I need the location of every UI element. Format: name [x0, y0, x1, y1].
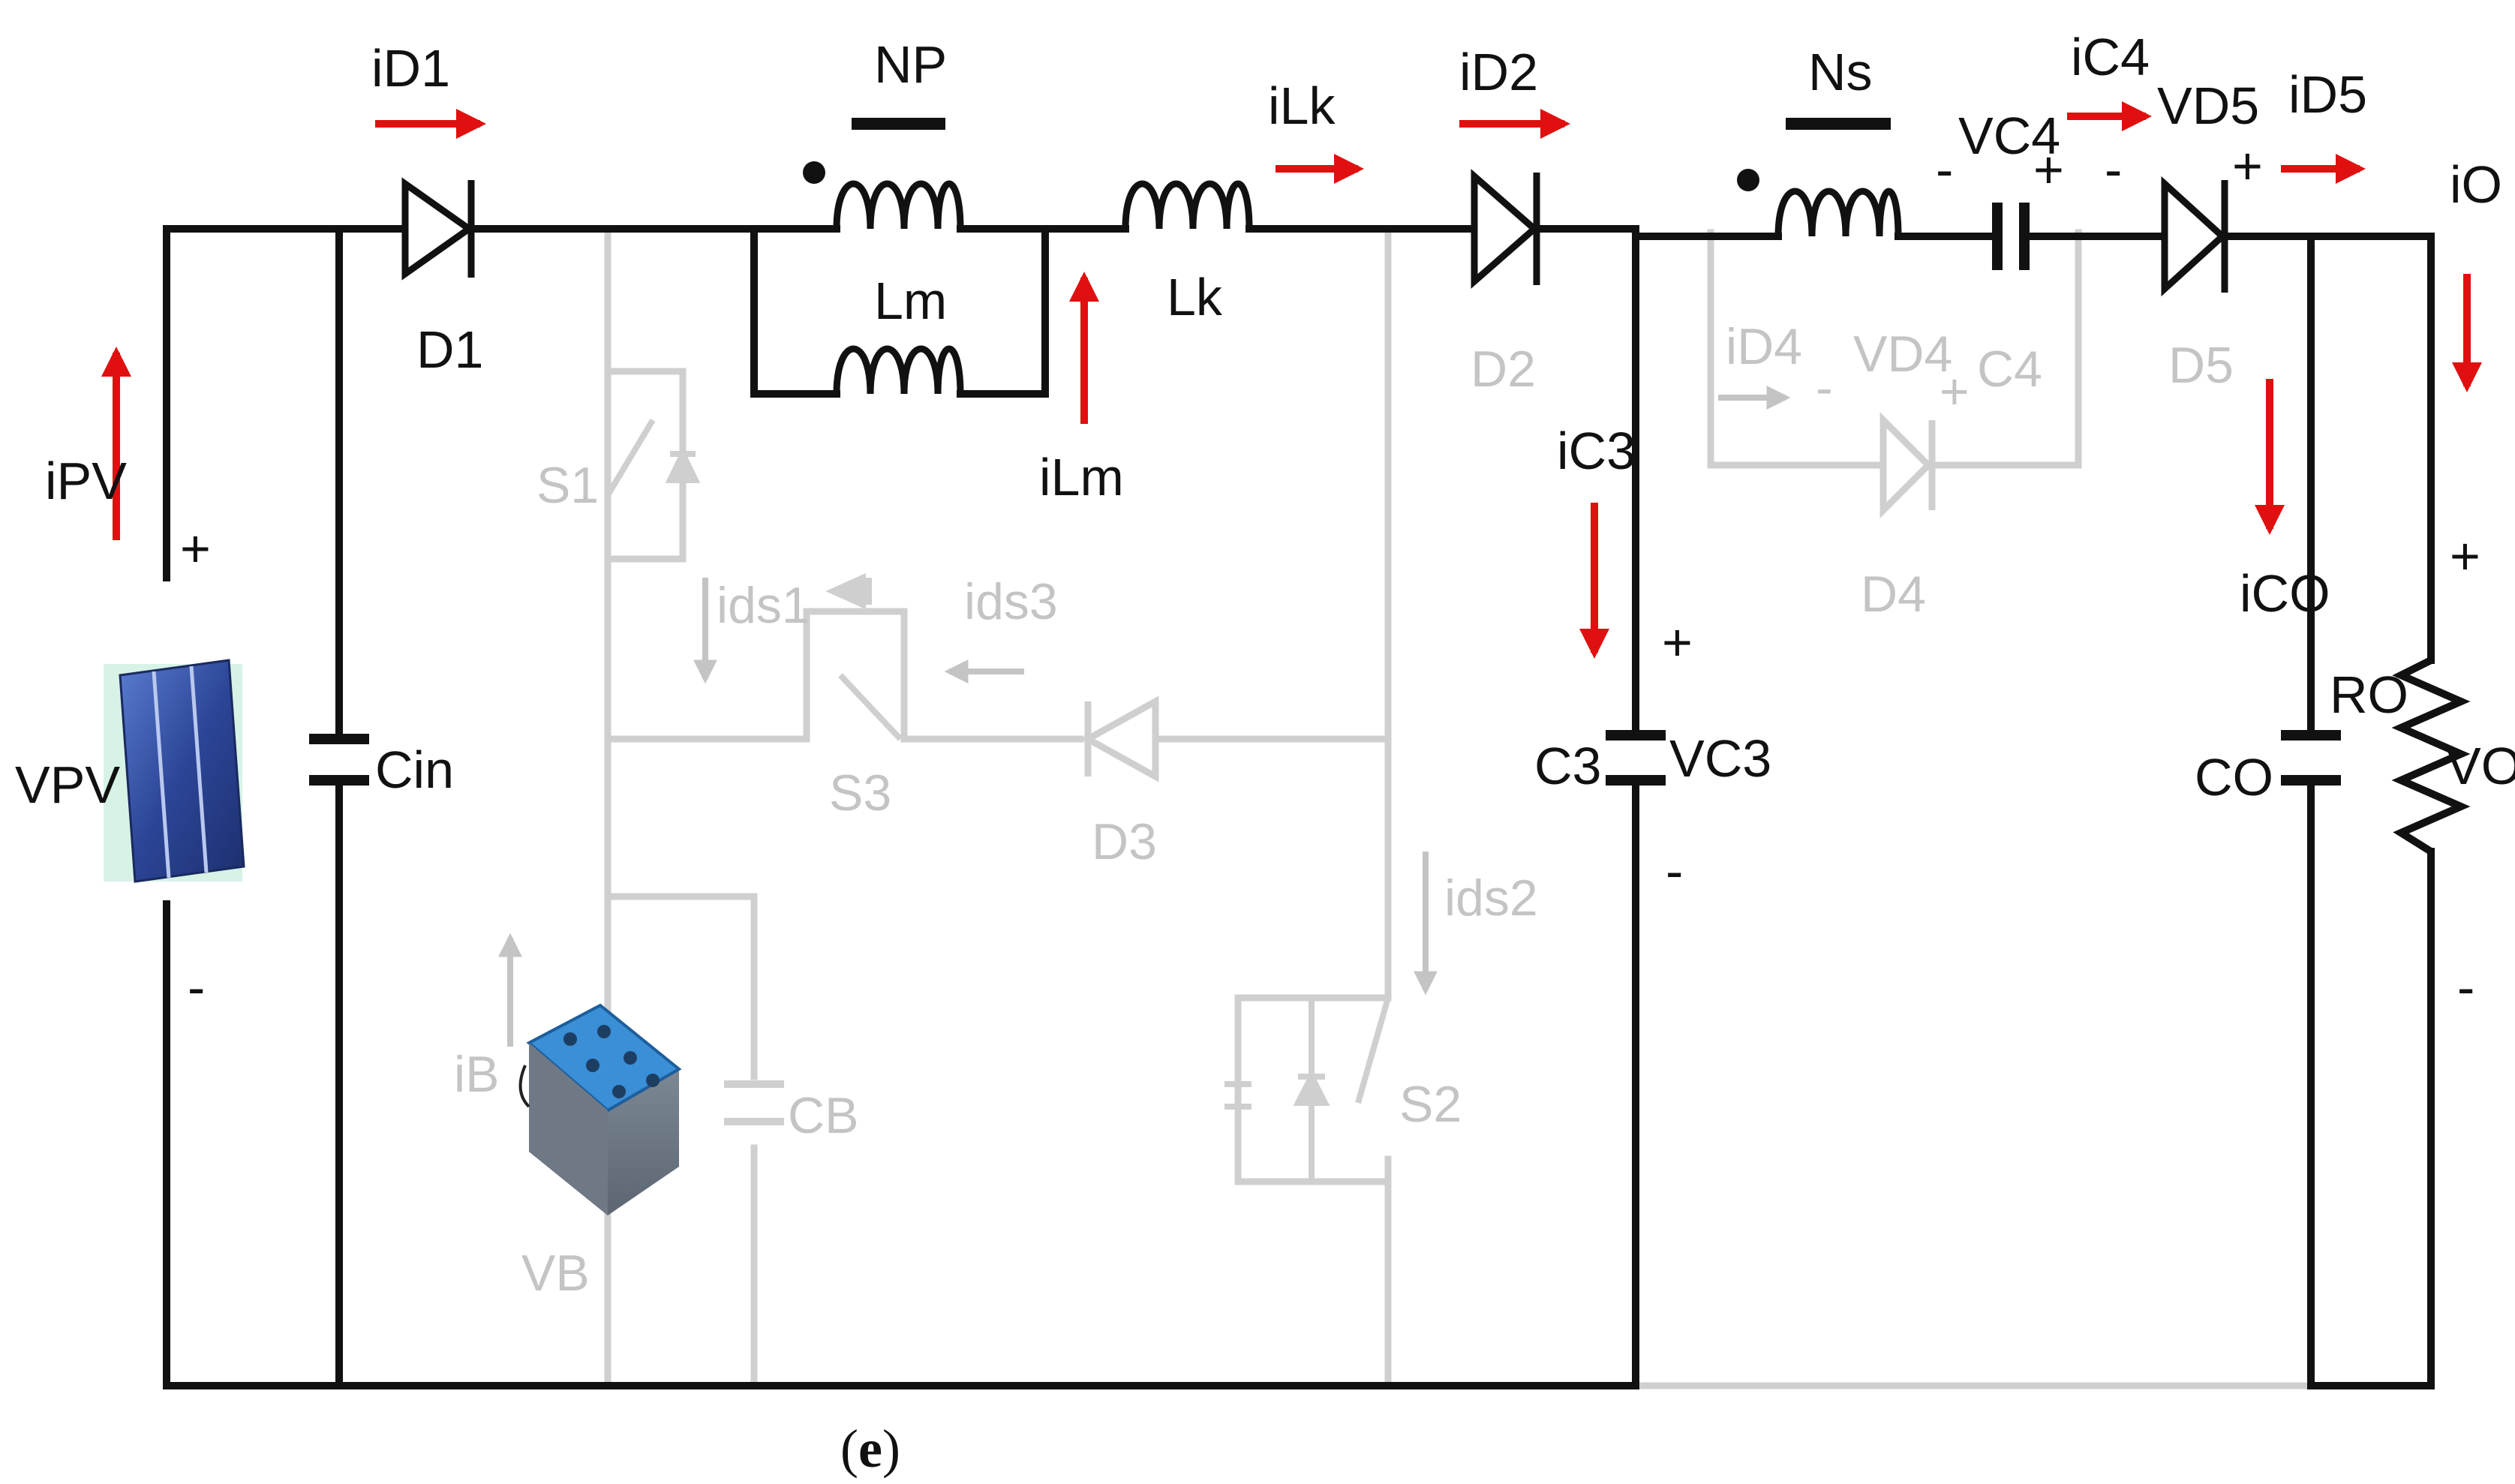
label-c3-plus: + — [1662, 613, 1693, 671]
label-ro: RO — [2330, 665, 2408, 724]
label-c4-plus: + — [2033, 140, 2064, 199]
label-ic4: iC4 — [2071, 28, 2150, 86]
label-lm: Lm — [874, 272, 947, 330]
battery-icon — [518, 1003, 682, 1215]
switch-s2 — [1224, 996, 1391, 1182]
label-cin: Cin — [375, 740, 454, 799]
label-vc4: VC4 — [1958, 107, 2060, 165]
diode-d4 — [1879, 412, 1936, 518]
label-ids2: ids2 — [1444, 870, 1538, 927]
label-lk: Lk — [1167, 268, 1223, 326]
label-c4-minus: - — [1936, 140, 1953, 199]
label-c3: C3 — [1534, 737, 1601, 795]
label-d3: D3 — [1092, 813, 1157, 870]
label-c3-minus: - — [1666, 842, 1683, 900]
label-vd5: VD5 — [2157, 77, 2259, 135]
capacitor-cin — [309, 734, 369, 786]
label-cb: CB — [788, 1087, 858, 1144]
label-s1: S1 — [536, 457, 599, 514]
label-id5: iD5 — [2288, 65, 2367, 124]
label-vc3: VC3 — [1669, 729, 1771, 788]
label-vd4-minus: - — [1816, 359, 1833, 416]
capacitor-c4 — [1992, 203, 2030, 270]
diode-d2 — [1471, 169, 1540, 289]
label-io: iO — [2450, 155, 2502, 214]
diode-d3 — [1080, 695, 1159, 783]
np-dot — [803, 161, 825, 184]
figure-caption: (e) — [840, 1419, 900, 1479]
label-vd4-plus: + — [1940, 363, 1970, 420]
label-np: NP — [874, 35, 947, 94]
label-id1: iD1 — [371, 39, 450, 98]
label-pv-minus: - — [188, 958, 205, 1017]
label-ns: Ns — [1808, 43, 1873, 101]
label-s3: S3 — [829, 765, 891, 822]
label-d5-plus: + — [2232, 137, 2263, 195]
label-c4: C4 — [1977, 341, 2042, 398]
capacitor-c3 — [1606, 730, 1666, 786]
inductor-lk — [1122, 180, 1253, 230]
label-d2: D2 — [1471, 341, 1536, 398]
capacitor-cb — [724, 1080, 784, 1125]
label-ilm: iLm — [1039, 448, 1124, 506]
switch-s3 — [825, 572, 903, 741]
active-wiring — [163, 225, 2435, 1389]
label-d1: D1 — [416, 320, 483, 379]
label-co: CO — [2195, 748, 2273, 807]
label-d5: D5 — [2168, 337, 2234, 394]
label-pv-plus: + — [180, 519, 211, 578]
label-ids3: ids3 — [964, 573, 1058, 630]
diode-d1 — [401, 177, 475, 281]
inductor-ns — [1774, 118, 1902, 237]
label-vb: VB — [521, 1245, 590, 1302]
label-ipv: iPV — [45, 452, 127, 510]
pv-panel-icon — [104, 659, 245, 883]
label-ilk: iLk — [1268, 77, 1336, 135]
label-id4: iD4 — [1726, 318, 1802, 375]
label-ico: iCO — [2240, 564, 2330, 623]
capacitor-co — [2281, 730, 2341, 786]
switch-s1 — [605, 418, 701, 499]
label-vpv: VPV — [15, 756, 120, 814]
inactive-current-arrows — [498, 386, 1791, 1047]
active-labels: iPV VPV + - iD1 D1 Cin NP Lm iLm Lk iLk … — [15, 28, 2515, 1017]
label-ib: iB — [454, 1046, 499, 1103]
label-d4: D4 — [1861, 566, 1926, 623]
label-vo-minus: - — [2457, 958, 2474, 1017]
label-id2: iD2 — [1459, 43, 1538, 101]
label-d5-minus: - — [2105, 140, 2122, 199]
label-ic3: iC3 — [1557, 422, 1636, 480]
label-vo-plus: + — [2450, 527, 2480, 585]
label-vo: VO — [2446, 737, 2515, 795]
inductor-lm — [833, 345, 964, 395]
label-ids1: ids1 — [717, 577, 810, 634]
resistor-ro — [2391, 656, 2471, 855]
inductor-np — [833, 118, 964, 230]
diode-d5 — [2161, 176, 2228, 297]
label-s2: S2 — [1399, 1076, 1462, 1133]
label-vd4: VD4 — [1853, 326, 1952, 383]
current-arrows — [101, 101, 2482, 659]
inactive-labels: iD4 - VD4 + C4 D2 D5 D4 S1 ids1 ids3 S3 … — [454, 318, 2234, 1302]
ns-dot — [1737, 169, 1759, 191]
